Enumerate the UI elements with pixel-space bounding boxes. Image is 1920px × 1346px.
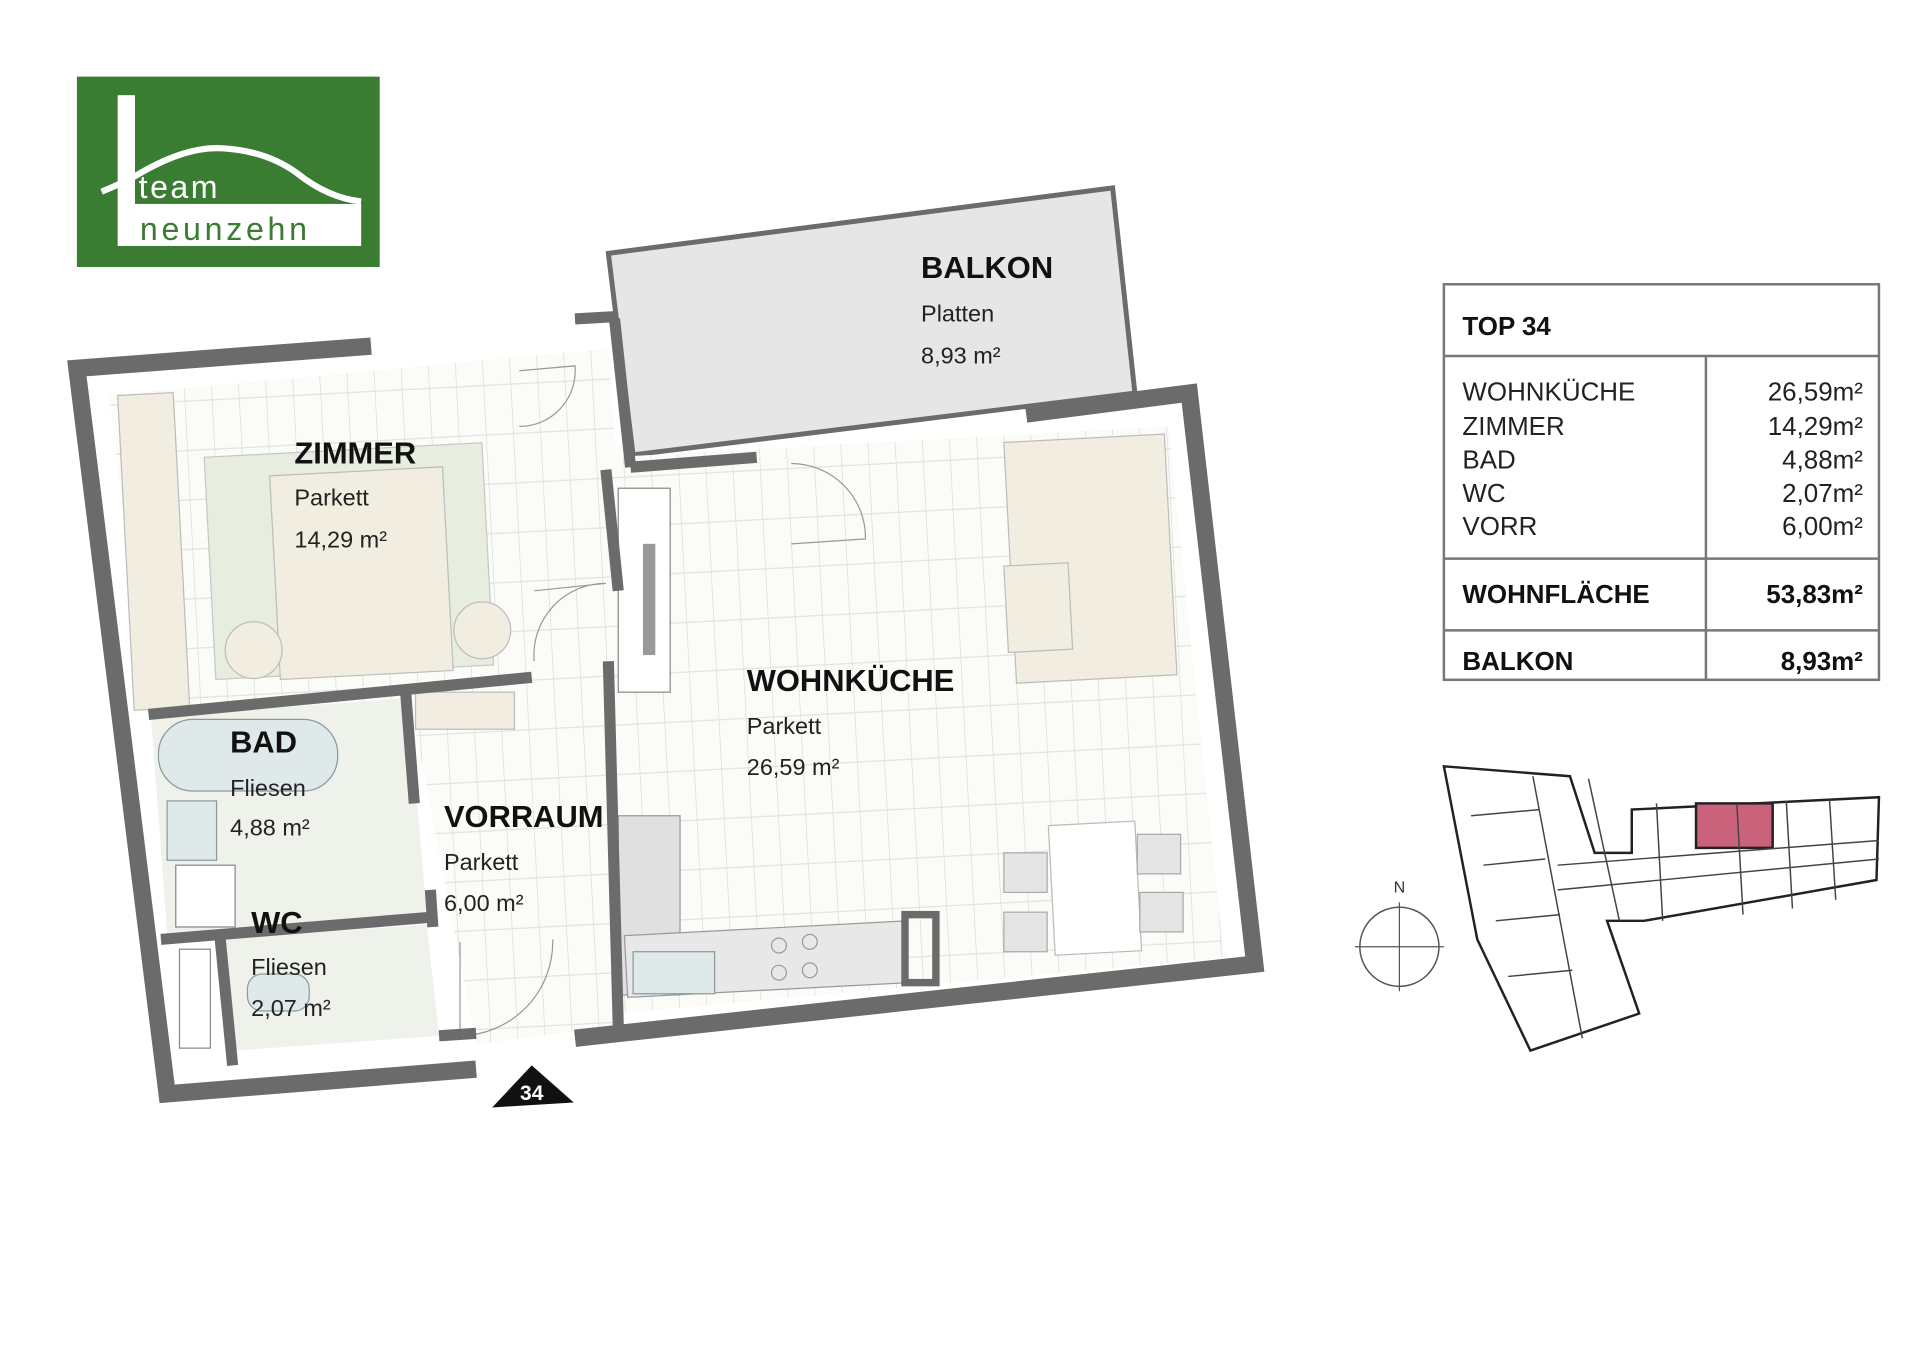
island-hob <box>642 543 656 656</box>
table-title: TOP 34 <box>1462 313 1551 341</box>
company-logo: team neunzehn <box>76 76 380 267</box>
wall <box>214 938 239 1066</box>
room-name: BALKON <box>921 250 1053 285</box>
table-row: BAD 4,88m² <box>1462 446 1863 474</box>
room-name: BAD <box>230 725 297 760</box>
balcony-door-wohnkueche <box>791 462 867 545</box>
nightstand-left <box>224 621 283 680</box>
room-floor: Parkett <box>747 713 822 739</box>
site-plan <box>1442 764 1881 1053</box>
total-value: 53,83m² <box>1766 581 1863 609</box>
room-name: WOHNKÜCHE <box>747 663 955 698</box>
balcony-door-zimmer <box>519 365 576 428</box>
coffee-table <box>1003 562 1074 654</box>
chair <box>1136 833 1182 875</box>
table-row: WOHNKÜCHE 26,59m² <box>1462 378 1863 406</box>
room-floor: Fliesen <box>251 954 327 980</box>
sink <box>632 951 716 995</box>
chair <box>1003 852 1048 894</box>
row-label: VORR <box>1462 513 1537 541</box>
room-area: 6,00 m² <box>444 890 524 916</box>
room-name: WC <box>251 905 302 940</box>
wall <box>160 911 434 945</box>
nightstand-right <box>453 601 512 660</box>
bathtub <box>157 718 339 792</box>
door-zimmer <box>533 582 606 662</box>
room-label-bad: BAD Fliesen 4,88 m² <box>230 725 310 841</box>
wall <box>148 671 533 720</box>
washbasin <box>166 800 218 861</box>
row-label: WC <box>1462 480 1505 508</box>
row-label: WOHNKÜCHE <box>1462 378 1635 406</box>
wall <box>630 451 758 473</box>
row-value: 4,88m² <box>1782 446 1863 474</box>
room-label-zimmer: ZIMMER Parkett 14,29 m² <box>294 435 416 552</box>
balcony-value: 8,93m² <box>1781 648 1864 676</box>
room-label-vorraum: VORRAUM Parkett 6,00 m² <box>444 799 604 916</box>
table-row: ZIMMER 14,29m² <box>1462 413 1863 441</box>
cooktop <box>770 933 818 981</box>
wall <box>424 889 439 928</box>
north-compass: N <box>1354 878 1444 992</box>
wall <box>609 318 637 468</box>
row-label: ZIMMER <box>1462 413 1564 441</box>
room-floor: Fliesen <box>230 775 306 801</box>
balcony-label: BALKON <box>1462 648 1573 676</box>
shaft <box>178 948 211 1049</box>
row-value: 26,59m² <box>1768 378 1864 406</box>
row-value: 14,29m² <box>1768 413 1864 441</box>
row-value: 6,00m² <box>1782 513 1863 541</box>
room-name: ZIMMER <box>294 435 416 470</box>
room-floor: Platten <box>921 300 994 326</box>
outer-wall-west <box>67 337 477 1104</box>
entrance-marker: 34 <box>492 1065 574 1108</box>
shoe-cabinet <box>414 691 516 730</box>
room-area: 8,93 m² <box>921 342 1001 368</box>
room-floor: Parkett <box>444 849 519 875</box>
wall <box>602 661 624 1027</box>
bed <box>269 466 454 681</box>
wc-floor <box>222 924 440 1051</box>
room-label-balkon: BALKON Platten 8,93 m² <box>921 250 1053 368</box>
room-area: 2,07 m² <box>251 995 331 1021</box>
highlighted-unit <box>1694 802 1774 850</box>
wall <box>400 691 420 804</box>
total-label: WOHNFLÄCHE <box>1462 581 1649 609</box>
north-label: N <box>1394 878 1406 896</box>
row-label: BAD <box>1462 446 1515 474</box>
washing-machine <box>175 864 236 928</box>
outer-wall-east <box>574 383 1265 1047</box>
room-area: 26,59 m² <box>747 754 840 780</box>
table-row: VORR 6,00m² <box>1462 513 1863 541</box>
chair <box>1139 891 1184 933</box>
entrance-number: 34 <box>520 1082 544 1105</box>
column <box>901 910 940 987</box>
room-label-wc: WC Fliesen 2,07 m² <box>251 905 331 1021</box>
logo-text-team: team <box>139 169 220 205</box>
area-table: TOP 34 WOHNKÜCHE 26,59m² ZIMMER 14,29m² … <box>1442 283 1881 682</box>
table-row: WC 2,07m² <box>1462 480 1863 508</box>
apartment-plan: BALKON Platten 8,93 m² ZIMMER Parkett 14… <box>67 185 1265 1108</box>
wall <box>574 310 619 325</box>
wall <box>438 1027 477 1042</box>
room-area: 4,88 m² <box>230 815 310 841</box>
room-name: VORRAUM <box>444 799 604 834</box>
toilet <box>246 973 310 1012</box>
dining-table <box>1047 820 1143 956</box>
room-area: 14,29 m² <box>294 527 387 553</box>
room-label-wohnkueche: WOHNKÜCHE Parkett 26,59 m² <box>747 663 955 780</box>
logo-text-neunzehn: neunzehn <box>140 211 311 247</box>
chair <box>1003 911 1048 953</box>
row-value: 2,07m² <box>1782 480 1863 508</box>
room-floor: Parkett <box>294 485 369 511</box>
wall <box>600 469 624 592</box>
